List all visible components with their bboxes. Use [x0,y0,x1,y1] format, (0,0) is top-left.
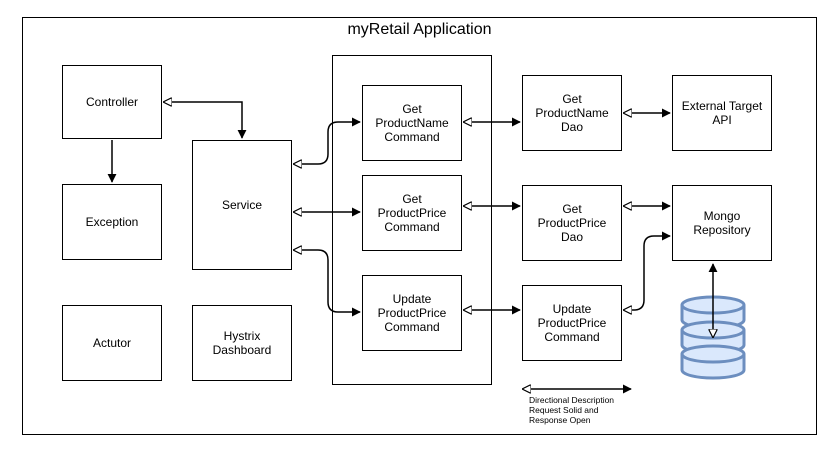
hystrix-dashboard-box: Hystrix Dashboard [192,305,292,381]
service-updateprice-connector [294,250,360,312]
database-icon [680,295,746,380]
update-productprice-command-box: Update ProductPrice Command [362,275,462,351]
diagram-title: myRetail Application [347,21,492,38]
external-target-api-box: External Target API [672,75,772,151]
exception-box: Exception [62,184,162,260]
mongo-repository-box: Mongo Repository [672,185,772,261]
service-box: Service [192,140,292,270]
get-productprice-dao-box: Get ProductPrice Dao [522,185,622,261]
get-productname-command-box: Get ProductName Command [362,85,462,161]
controller-service-connector [164,102,242,138]
actutor-box: Actutor [62,305,162,381]
legend-text: Directional Description Request Solid an… [529,395,615,425]
update-productprice-dao-box: Update ProductPrice Command [522,285,622,361]
get-productprice-command-box: Get ProductPrice Command [362,175,462,251]
get-productname-dao-box: Get ProductName Dao [522,75,622,151]
updateprice-dao-mongo-connector [624,236,670,310]
diagram-frame [22,17,817,435]
command-group-container [332,55,492,385]
service-getname-connector [294,122,360,164]
controller-box: Controller [62,65,162,139]
